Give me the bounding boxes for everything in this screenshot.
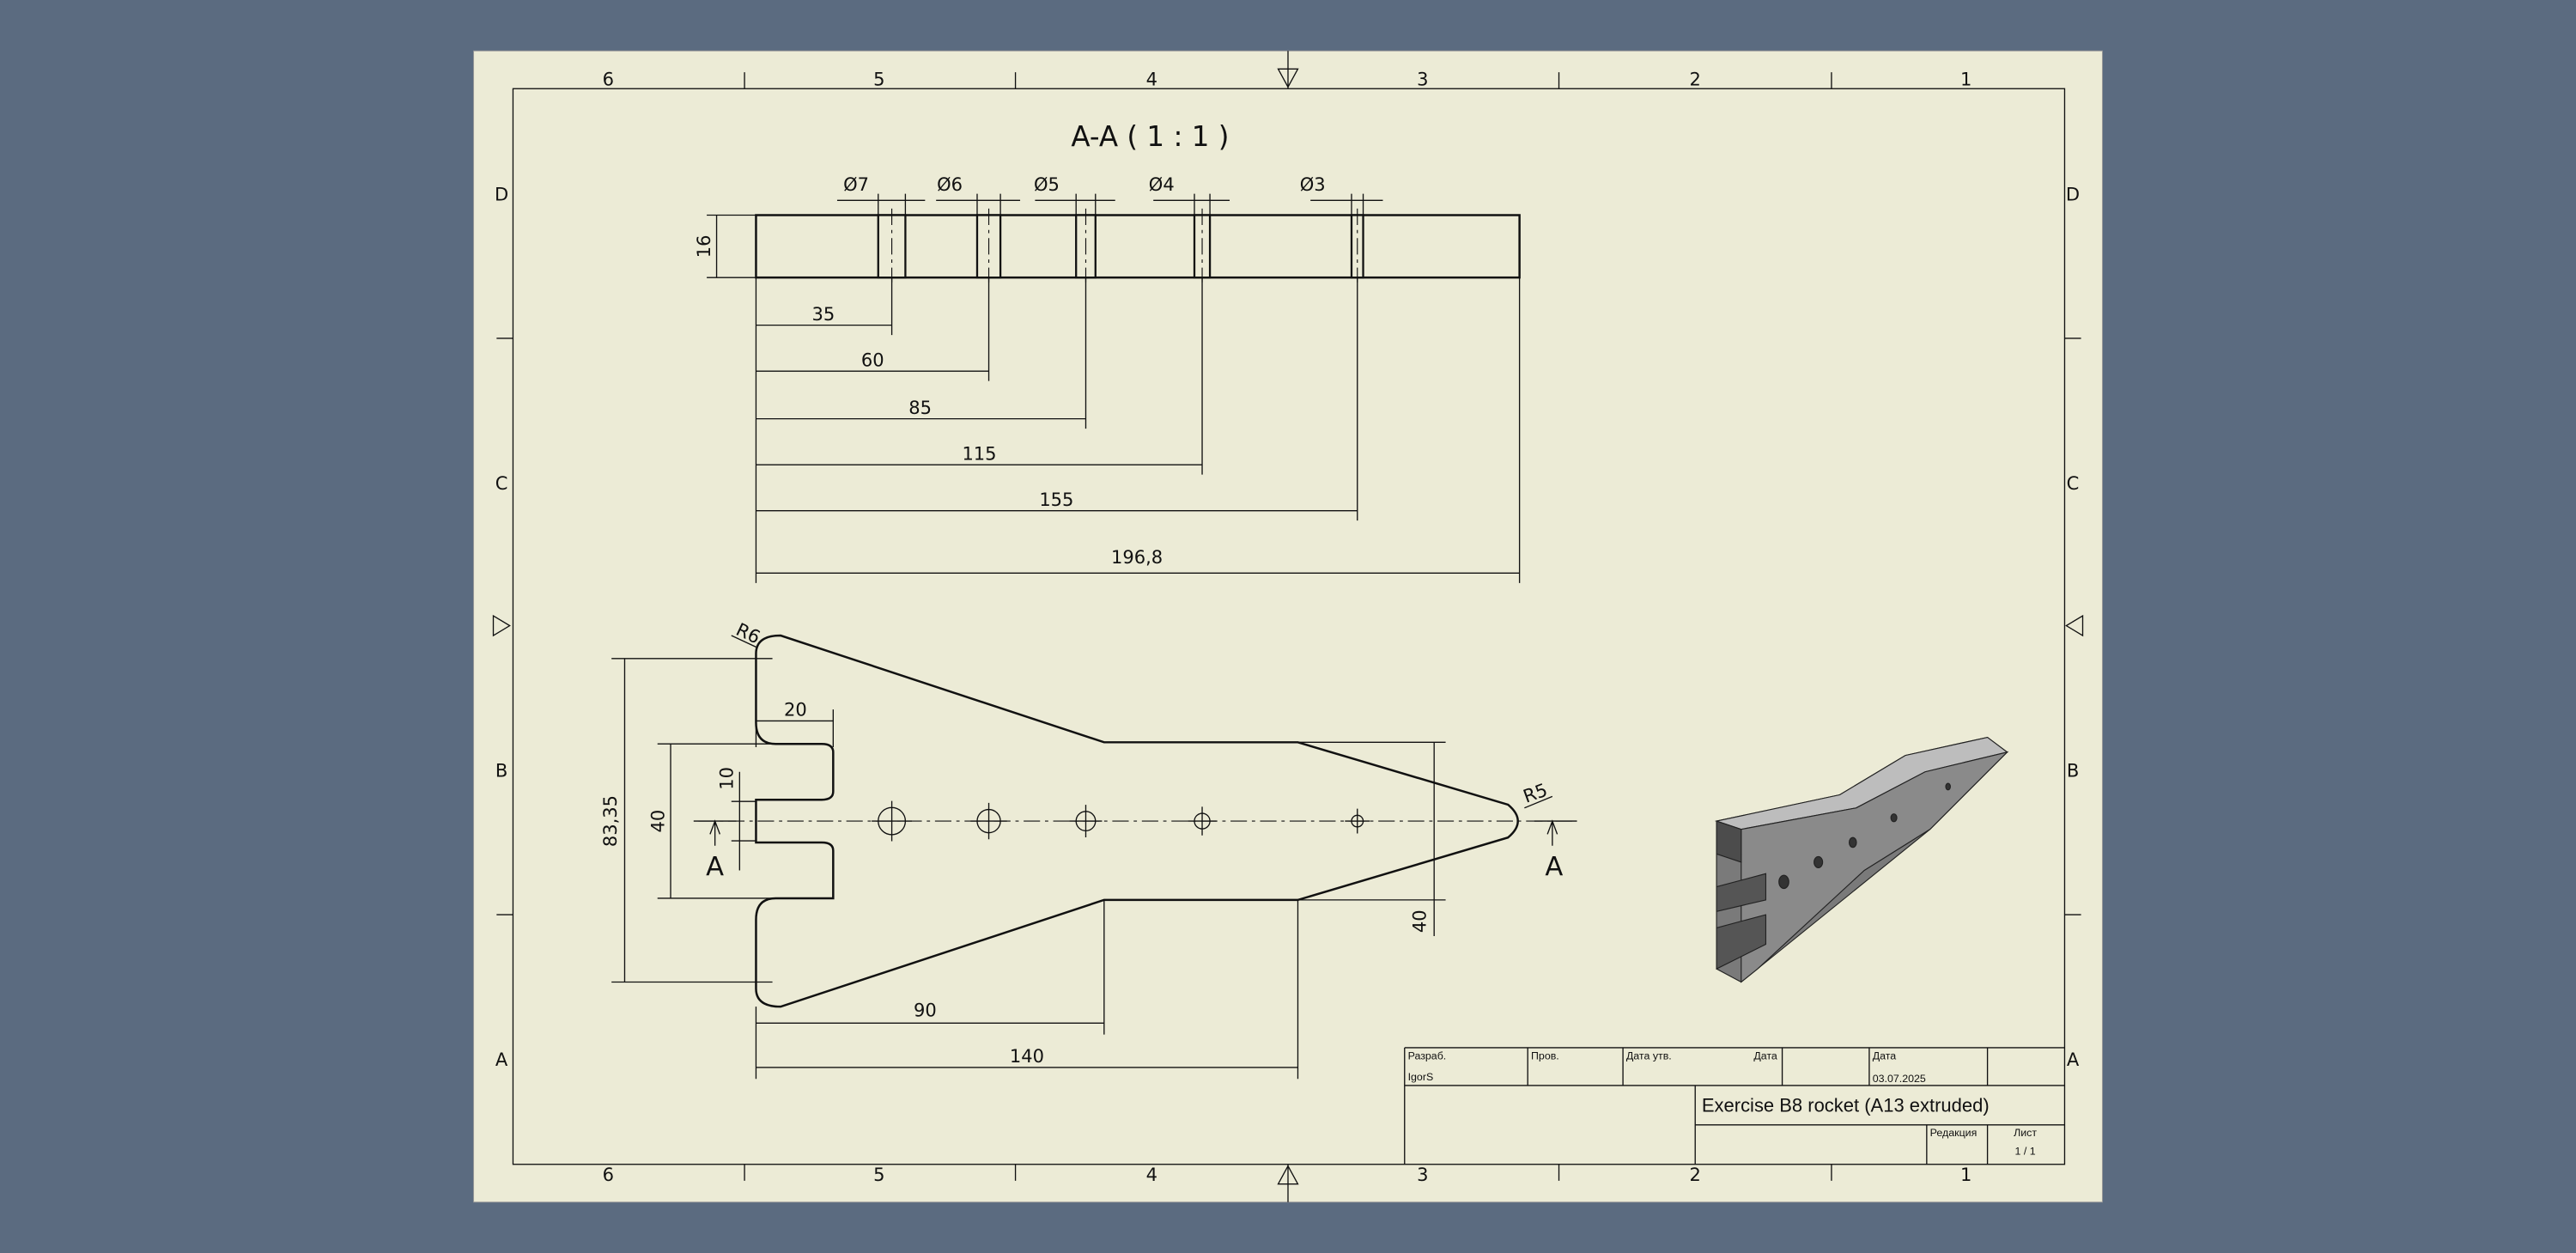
date-label: Дата [1753, 1049, 1777, 1061]
date-label: Дата [1873, 1049, 1897, 1061]
col-label: 3 [1417, 68, 1428, 89]
drawing-title: Exercise B8 rocket (A13 extruded) [1702, 1095, 1990, 1116]
hole-dim-line [936, 193, 1021, 216]
revision-label: Редакция [1930, 1127, 1978, 1139]
dim-hole-diameter: Ø4 [1149, 173, 1175, 195]
row-label: D [495, 183, 508, 204]
dim-position: 85 [908, 397, 932, 418]
isometric-view [1714, 736, 2009, 983]
sheet-label: Лист [2014, 1127, 2037, 1139]
approved-date-label: Дата утв. [1626, 1049, 1672, 1061]
dim-tongue: 10 [716, 767, 738, 790]
dim-height: 83,35 [599, 795, 621, 847]
column-labels: 6 5 4 3 2 1 6 5 4 3 2 1 [603, 68, 1972, 1184]
col-label: 2 [1690, 1164, 1701, 1185]
col-label: 6 [603, 68, 614, 89]
dim-slot-span: 40 [647, 810, 668, 833]
col-label: 1 [1960, 1164, 1971, 1185]
dim-tail-width: 40 [1409, 909, 1431, 933]
hole-dim-line [1035, 193, 1115, 216]
hole-dim-line [836, 193, 926, 216]
dim-thickness: 16 [693, 234, 714, 258]
position-dim-line [756, 277, 990, 381]
position-dim-line [756, 277, 1358, 521]
row-label: C [495, 472, 508, 494]
border-ticks [492, 51, 2084, 1202]
paper [473, 50, 2103, 1203]
row-label: A [495, 1049, 508, 1070]
section-mark-right: A [1545, 852, 1563, 882]
date-value: 03.07.2025 [1873, 1073, 1926, 1085]
dim-hole-diameter: Ø7 [843, 173, 869, 195]
developer-label: Разраб. [1408, 1049, 1447, 1061]
hole-dim-line [1310, 193, 1383, 216]
dim-position: 115 [962, 442, 996, 464]
hole-dim-line [1153, 193, 1230, 216]
dim-hole-diameter: Ø6 [937, 173, 963, 195]
inner-frame [512, 88, 2066, 1165]
position-dim-line [756, 277, 1203, 475]
col-label: 2 [1690, 68, 1701, 89]
hole-center-mark [1069, 805, 1103, 838]
dim-position: 60 [861, 349, 884, 370]
row-labels: D C B A D C B A [495, 183, 2080, 1070]
dim-position: 155 [1039, 489, 1073, 510]
checked-label: Пров. [1531, 1049, 1559, 1061]
hole-center-mark [1188, 806, 1217, 836]
dim-hole-diameter: Ø3 [1300, 173, 1326, 195]
row-label: B [495, 759, 507, 781]
developer-value: IgorS [1408, 1071, 1434, 1083]
dim-len-90: 90 [914, 1000, 937, 1021]
col-label: 5 [873, 1164, 884, 1185]
col-label: 5 [873, 68, 884, 89]
dim-slot-depth: 20 [784, 699, 807, 721]
part-outline [755, 634, 1519, 1008]
hole-center-mark [1345, 808, 1370, 834]
dim-len-140: 140 [1010, 1045, 1044, 1067]
row-label: A [2067, 1049, 2080, 1070]
section-dimensions [755, 277, 1521, 583]
sheet-value: 1 / 1 [2015, 1145, 2036, 1157]
overall-dim-line [755, 277, 1521, 583]
row-label: B [2067, 759, 2079, 781]
row-label: D [2066, 183, 2080, 204]
dim-position: 196,8 [1111, 546, 1163, 568]
section-title: A-A ( 1 : 1 ) [1071, 120, 1229, 153]
col-label: 1 [1960, 68, 1971, 89]
title-block: Разраб. IgorS Пров. Дата утв. Дата Дата … [1404, 1047, 2065, 1165]
section-holes [836, 193, 1383, 283]
dim-hole-diameter: Ø5 [1034, 173, 1060, 195]
dim-position: 35 [811, 303, 835, 325]
col-label: 4 [1146, 68, 1157, 89]
hole-center-mark [970, 802, 1007, 840]
section-mark-left: A [706, 852, 724, 882]
section-view: A-A ( 1 : 1 ) 16 Ø7 Ø6 Ø5 Ø4 Ø3 35 60 85… [693, 120, 1521, 583]
hole-center-mark [872, 800, 913, 842]
position-dim-line [756, 277, 1087, 429]
position-dim-line [756, 277, 893, 336]
row-label: C [2067, 472, 2080, 494]
col-label: 4 [1146, 1164, 1157, 1185]
col-label: 3 [1417, 1164, 1428, 1185]
col-label: 6 [603, 1164, 614, 1185]
